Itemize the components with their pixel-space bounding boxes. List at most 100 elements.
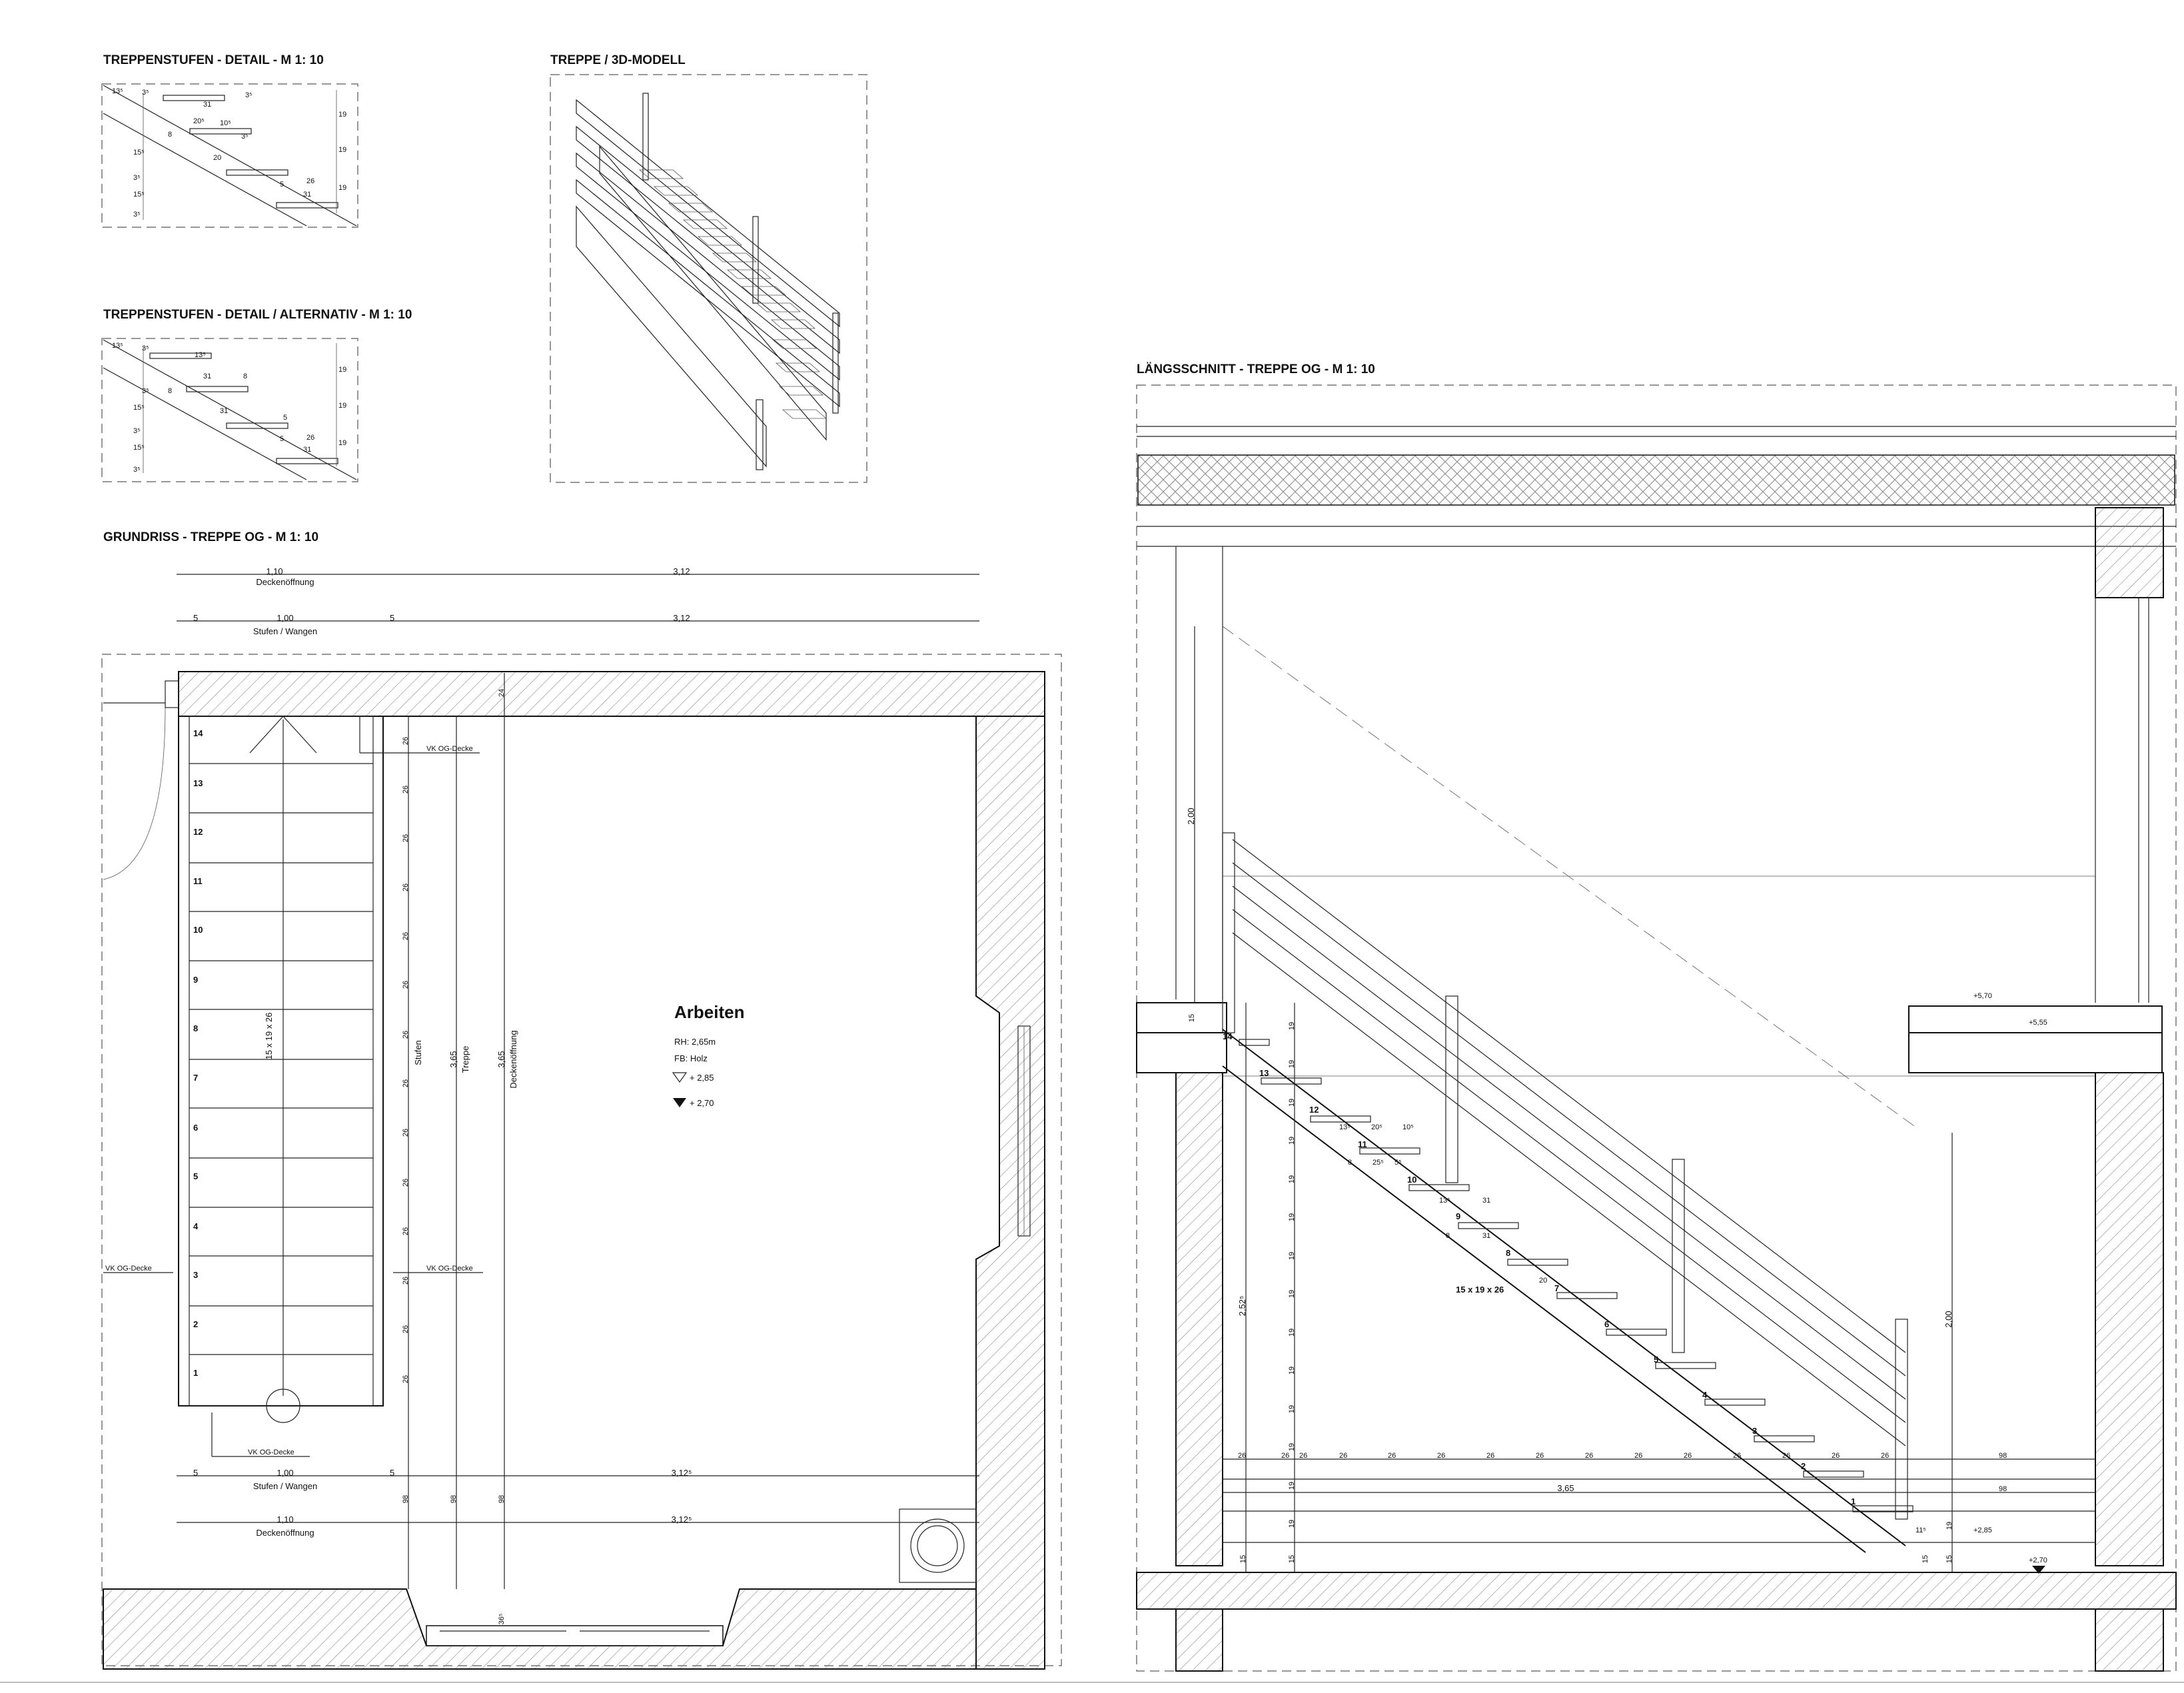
section-step-numbers: 14 13 12 11 10 9 8 7 6 5 4 3 2 1 [1223, 1031, 1856, 1506]
svg-text:10⁵: 10⁵ [220, 119, 231, 127]
svg-text:10⁵: 10⁵ [1402, 1123, 1414, 1131]
plan-stair-formula: 15 x 19 x 26 [264, 1013, 274, 1060]
svg-text:15: 15 [1288, 1555, 1296, 1563]
svg-text:7: 7 [1554, 1283, 1559, 1293]
room-floor: FB: Holz [674, 1053, 708, 1063]
top-opening-label: Deckenöffnung [256, 577, 314, 587]
svg-text:26: 26 [1486, 1452, 1494, 1460]
svg-text:19: 19 [1288, 1252, 1296, 1260]
svg-text:19: 19 [338, 366, 346, 374]
svg-text:26: 26 [402, 1375, 410, 1383]
svg-text:26: 26 [306, 177, 314, 185]
plan-step-dims: 26 26 26 26 26 26 26 26 26 26 26 26 26 2… [402, 737, 410, 1503]
room-level-upper: + 2,85 [690, 1073, 714, 1083]
svg-text:19: 19 [1288, 1290, 1296, 1298]
svg-text:11: 11 [1358, 1139, 1367, 1149]
svg-text:13⁵: 13⁵ [1339, 1123, 1351, 1131]
svg-text:13: 13 [193, 778, 203, 788]
svg-text:3⁵: 3⁵ [241, 133, 249, 141]
svg-text:8: 8 [1506, 1248, 1510, 1258]
svg-text:13⁵: 13⁵ [112, 342, 123, 350]
svg-text:26: 26 [402, 1129, 410, 1137]
plan-step-lines [189, 763, 373, 1355]
section-treads [1239, 1039, 1913, 1512]
section-run: 3,65 [1557, 1483, 1574, 1493]
svg-text:19: 19 [338, 439, 346, 447]
svg-text:3⁵: 3⁵ [245, 91, 253, 99]
section-upper-slab-left [1136, 1002, 1227, 1033]
svg-text:26: 26 [402, 737, 410, 745]
svg-text:2: 2 [193, 1319, 198, 1329]
plan-stair [178, 716, 384, 1407]
svg-text:19: 19 [1288, 1060, 1296, 1068]
svg-text:26: 26 [402, 1079, 410, 1087]
svg-text:26: 26 [306, 434, 314, 442]
svg-text:98: 98 [1999, 1452, 2007, 1460]
svg-text:26: 26 [402, 786, 410, 794]
title-section: LÄNGSSCHNITT - TREPPE OG - M 1: 10 [1137, 362, 1375, 376]
svg-text:3,12⁵: 3,12⁵ [672, 1514, 692, 1524]
svg-text:98: 98 [498, 1495, 506, 1503]
svg-text:19: 19 [1288, 1137, 1296, 1145]
svg-text:19: 19 [1288, 1329, 1296, 1337]
svg-text:Treppe: Treppe [460, 1046, 470, 1073]
section-wall-left [1175, 1072, 1223, 1566]
svg-text:5⁵: 5⁵ [1394, 1159, 1402, 1167]
svg-text:3⁵: 3⁵ [133, 174, 141, 182]
svg-text:15⁵: 15⁵ [133, 404, 145, 412]
plan-step-numbers: 14 13 12 11 10 9 8 7 6 5 4 3 2 1 [193, 728, 203, 1378]
svg-text:4: 4 [1702, 1390, 1708, 1400]
svg-text:19: 19 [1288, 1405, 1296, 1413]
section-small-dims: 13⁵ 20⁵ 10⁵ 8 25⁵ 5⁵ 13⁵ 31 8 31 20 11⁵ [1339, 1123, 1926, 1534]
svg-text:26: 26 [402, 1179, 410, 1187]
title-alternative: TREPPENSTUFEN - DETAIL / ALTERNATIV - M … [103, 308, 412, 322]
title-detail: TREPPENSTUFEN - DETAIL - M 1: 10 [103, 53, 324, 67]
svg-text:5: 5 [193, 613, 198, 623]
section-handrail [1222, 832, 1908, 1520]
svg-text:5: 5 [280, 181, 284, 189]
svg-text:5: 5 [283, 414, 287, 422]
svg-text:14: 14 [193, 728, 203, 738]
svg-text:15: 15 [1921, 1555, 1929, 1563]
svg-text:3⁵: 3⁵ [142, 387, 149, 395]
svg-text:31: 31 [303, 191, 311, 199]
svg-text:26: 26 [402, 932, 410, 940]
svg-text:3⁵: 3⁵ [142, 89, 149, 97]
level-bottom2: +2,70 [2029, 1556, 2047, 1564]
svg-text:26: 26 [1634, 1452, 1642, 1460]
svg-text:26: 26 [1881, 1452, 1889, 1460]
svg-text:19: 19 [338, 402, 346, 410]
svg-text:3: 3 [193, 1270, 198, 1280]
svg-text:26: 26 [402, 1277, 410, 1285]
svg-text:11: 11 [193, 876, 203, 886]
svg-text:31: 31 [1482, 1197, 1490, 1205]
svg-text:26: 26 [1832, 1452, 1840, 1460]
room-height: RH: 2,65m [674, 1037, 716, 1047]
svg-text:10: 10 [1407, 1175, 1416, 1185]
svg-text:2: 2 [1801, 1461, 1806, 1471]
svg-text:15⁵: 15⁵ [133, 444, 145, 452]
level-bottom: +2,85 [1973, 1526, 1992, 1534]
svg-text:98: 98 [402, 1495, 410, 1503]
plan-stufen-label: Stufen [413, 1040, 423, 1065]
svg-text:3,12⁵: 3,12⁵ [672, 1468, 692, 1478]
vk-label-bottom: VK OG-Decke [248, 1448, 294, 1456]
svg-text:13⁵: 13⁵ [112, 87, 123, 95]
svg-text:26: 26 [402, 1031, 410, 1039]
svg-text:26: 26 [1388, 1452, 1396, 1460]
svg-text:1,00: 1,00 [276, 613, 293, 623]
svg-text:15⁵: 15⁵ [133, 191, 145, 199]
vk-label-top: VK OG-Decke [426, 745, 473, 753]
svg-text:8: 8 [193, 1023, 198, 1033]
svg-text:13⁵: 13⁵ [195, 351, 206, 359]
svg-text:15: 15 [1188, 1014, 1196, 1022]
svg-text:19: 19 [338, 111, 346, 119]
vk-label-left: VK OG-Decke [105, 1265, 152, 1273]
level-top: +5,70 [1973, 992, 1992, 1000]
detail-alternative-step: 13⁵ 3⁵ 13⁵ 31 8 19 19 19 8 3⁵ 15⁵ 31 5 3… [101, 338, 358, 482]
svg-text:10: 10 [193, 925, 203, 935]
svg-text:9: 9 [193, 975, 198, 985]
svg-text:26: 26 [1281, 1452, 1289, 1460]
svg-text:26: 26 [1536, 1452, 1544, 1460]
